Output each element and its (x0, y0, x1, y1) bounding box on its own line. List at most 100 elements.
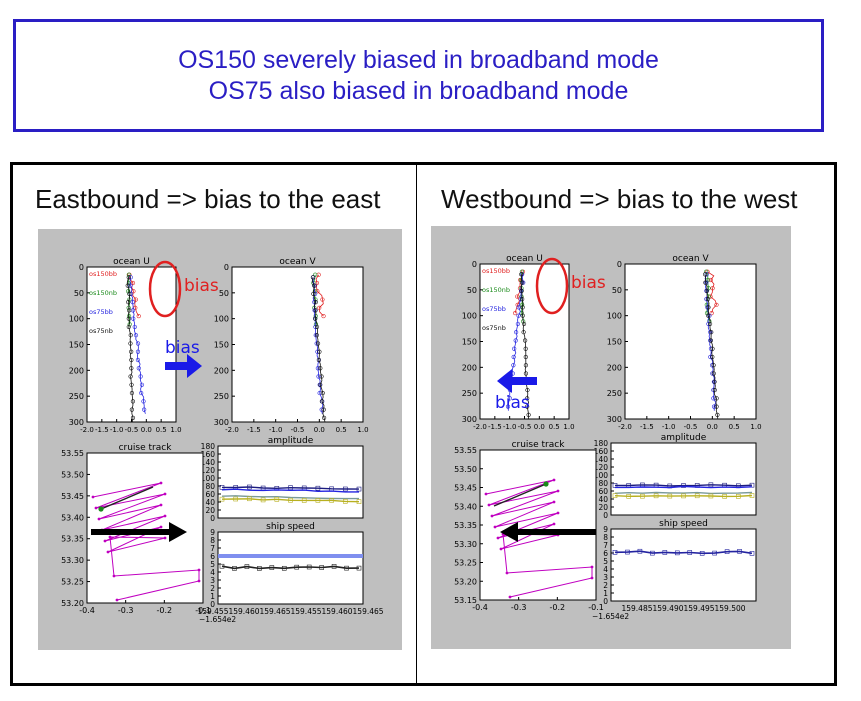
ocean-v-os75nb-marker (711, 371, 716, 376)
ocean-u-xtick-label: -0.5 (125, 426, 139, 434)
ocean-v-os75nb-marker (702, 272, 708, 277)
ocean-u-os75bb-marker (136, 366, 141, 371)
ship-speed-line (614, 550, 753, 555)
ocean-v-os75nb-marker (318, 382, 323, 387)
ocean-v-xtick-label: 0.5 (729, 423, 740, 431)
amplitude-ytick-label: 40 (598, 495, 608, 504)
ocean-u-os75nb-marker (129, 390, 135, 396)
ocean-v-os150nb-marker (313, 272, 318, 277)
ocean-v-os75nb-marker (319, 374, 324, 379)
ocean-v-ytick-label: 100 (607, 312, 622, 321)
ocean-v-xtick-label: -1.5 (640, 423, 654, 431)
ocean-u-xtick-label: -2.0 (80, 426, 94, 434)
ocean-u-os75nb-marker (521, 330, 526, 335)
ocean-u-os75nb-marker (128, 374, 133, 379)
amplitude-ytick-label: 100 (594, 471, 609, 480)
ocean-u-ytick-label: 200 (69, 366, 84, 375)
ocean-v-xtick-label: 1.0 (357, 426, 368, 434)
ocean-u-legend-os150nb: os150nb (89, 289, 117, 297)
cruise-track-xtick-label: -0.4 (79, 606, 95, 615)
cruise-track-line (485, 479, 593, 598)
amplitude-ytick-label: 20 (598, 503, 608, 512)
ocean-u-xtick-label: 1.0 (170, 426, 181, 434)
cruise-track-axes (86, 452, 204, 604)
ocean-v-xtick-label: 0.0 (707, 423, 718, 431)
bias-label-blue: bias (165, 338, 200, 358)
ocean-v-os75nb-marker (314, 324, 320, 330)
ocean-u-os75nb-marker (525, 387, 530, 393)
ocean-u-os75nb-marker (126, 324, 131, 330)
ocean-u-os75nb-marker (519, 272, 524, 277)
ocean-v-xtick-label: -1.5 (247, 426, 261, 434)
amplitude-ytick-label: 40 (205, 498, 215, 507)
ocean-u-ytick-label: 50 (467, 286, 477, 295)
ocean-u-os75nb-marker (523, 371, 529, 376)
cruise-track-point (91, 495, 95, 499)
cruise-track-xtick-label: -0.4 (472, 603, 488, 612)
bias-circle-icon (535, 257, 569, 315)
cruise-track-line (92, 482, 200, 601)
cruise-track-offset-label: −1.654e2 (592, 612, 629, 621)
ocean-u-os150bb-marker (133, 297, 139, 302)
amplitude-os150nb-line (614, 494, 753, 498)
ocean-u-xtick-label: -1.0 (110, 426, 124, 434)
cruise-track-ytick-label: 53.55 (61, 449, 84, 458)
ocean-u-legend-os150nb: os150nb (482, 286, 510, 294)
ocean-u-os75bb-marker (139, 390, 144, 396)
ocean-v-os150nb-marker (707, 319, 712, 324)
cruise-track-ytick-label: 53.40 (454, 502, 477, 511)
amplitude-ytick-label: 160 (594, 447, 609, 456)
ocean-u-xtick-label: 0.0 (141, 426, 152, 434)
ocean-v-os150bb-marker (320, 297, 325, 302)
ocean-v-xtick-label: 0.5 (336, 426, 347, 434)
ocean-v-os75nb-marker (710, 346, 715, 351)
ocean-u-os75bb-marker (139, 382, 145, 387)
ocean-v-os150bb-line (315, 274, 324, 317)
amplitude-title: amplitude (268, 436, 314, 446)
ocean-u-os75nb-marker (128, 333, 133, 338)
ocean-u-os150nb-marker (519, 269, 525, 274)
ocean-v-xtick-label: -2.0 (225, 426, 239, 434)
ocean-u-os75bb-marker (135, 349, 141, 354)
ocean-u-xtick-label: 0.5 (549, 423, 560, 431)
cruise-track-ytick-label: 53.50 (454, 465, 477, 474)
ocean-u-os75nb-marker (129, 349, 134, 354)
ocean-u-os75nb-marker (521, 321, 527, 327)
ocean-u-ytick-label: 150 (462, 338, 477, 347)
westbound-figure: ocean U050100150200250300-2.0-1.5-1.0-0.… (431, 226, 791, 649)
amplitude-os75-line (614, 484, 753, 487)
ocean-u-os75bb-marker (132, 324, 137, 330)
ocean-u-os75nb-marker (126, 275, 131, 280)
ship-direction-arrow-east-icon (91, 522, 187, 542)
ocean-u-ytick-label: 300 (69, 418, 84, 427)
ocean-u-os75nb-marker (129, 407, 134, 412)
ocean-u-os150nb-marker (520, 302, 525, 307)
ocean-u-axes (86, 266, 177, 423)
ocean-v-os75nb-marker (313, 316, 318, 321)
ship-speed-ytick-label: 7 (210, 544, 215, 553)
ocean-v-title: ocean V (672, 254, 709, 264)
ship-speed-ytick-label: 6 (603, 549, 608, 558)
ocean-u-ytick-label: 100 (69, 315, 84, 324)
ocean-v-xtick-label: -2.0 (618, 423, 632, 431)
ship-speed-xtick-labels: 159.485159.490159.495159.500 (621, 604, 745, 613)
amplitude-ytick-label: 180 (594, 439, 609, 448)
amplitude-ytick-label: 160 (201, 450, 216, 459)
cruise-track-ytick-label: 53.50 (61, 470, 84, 479)
ship-speed-ytick-label: 8 (210, 536, 215, 545)
cruise-track-segment (493, 483, 547, 507)
cruise-track-ytick-label: 53.30 (454, 540, 477, 549)
cruise-track-ytick-label: 53.20 (454, 577, 477, 586)
ocean-v-os75bb-line (312, 277, 324, 414)
ship-speed-ytick-label: 1 (210, 592, 215, 601)
ocean-u-legend-os150bb: os150bb (482, 267, 510, 275)
ocean-v-os150bb-marker (714, 302, 719, 307)
ocean-u-xtick-label: 1.0 (563, 423, 574, 431)
cruise-track-axes (479, 449, 597, 601)
amplitude-axes (217, 445, 364, 519)
ocean-v-os150bb-marker (709, 310, 714, 316)
amplitude-ytick-label: 60 (598, 487, 608, 496)
ocean-u-legend-os75nb: os75nb (482, 324, 506, 332)
ocean-v-os75bb-marker (711, 404, 717, 409)
ocean-v-os75bb-marker (315, 366, 320, 371)
